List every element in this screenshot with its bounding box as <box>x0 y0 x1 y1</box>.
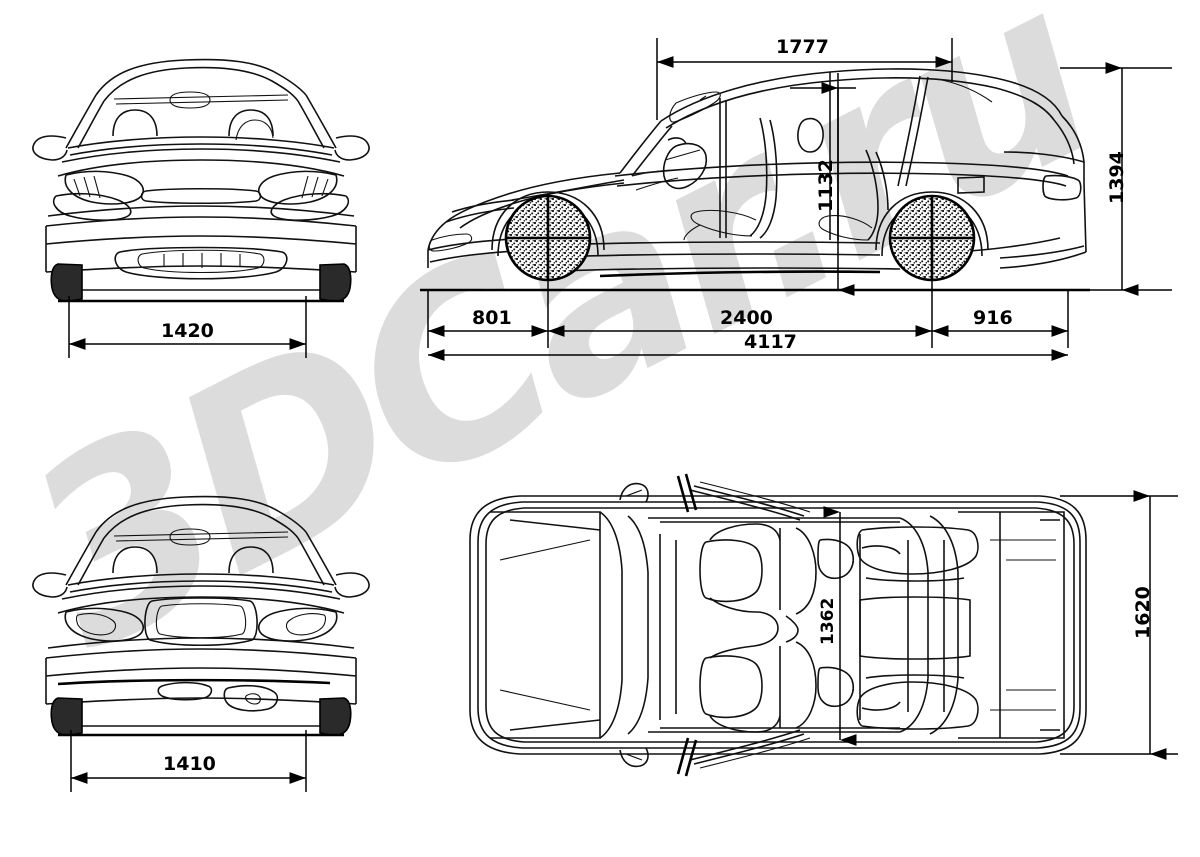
dim-rear-overhang <box>932 290 1069 348</box>
dim-label-overall-width: 1620 <box>1132 586 1154 639</box>
dim-label-rear-track: 1410 <box>163 753 216 775</box>
dim-front-track <box>68 296 307 358</box>
dim-overall-height <box>1060 62 1172 296</box>
rear-view-group <box>32 495 370 737</box>
dim-overall-width <box>1060 490 1178 760</box>
dim-label-front-track: 1420 <box>161 320 214 342</box>
dim-label-wheelbase: 2400 <box>720 307 773 329</box>
dim-label-interior-height: 1132 <box>815 159 837 212</box>
dim-label-front-overhang: 801 <box>472 307 512 329</box>
dim-label-overall-length: 4117 <box>744 331 797 353</box>
dim-label-overall-height: 1394 <box>1106 151 1128 204</box>
dim-label-body-width-side: 1777 <box>776 36 829 58</box>
dim-body-width-side <box>656 38 953 120</box>
dim-rear-track <box>70 730 307 792</box>
dim-label-rear-overhang: 916 <box>973 307 1013 329</box>
top-view-group <box>469 473 1087 777</box>
front-view-group <box>32 58 370 303</box>
dim-label-interior-width: 1362 <box>818 597 838 645</box>
dim-interior-height <box>790 82 856 296</box>
